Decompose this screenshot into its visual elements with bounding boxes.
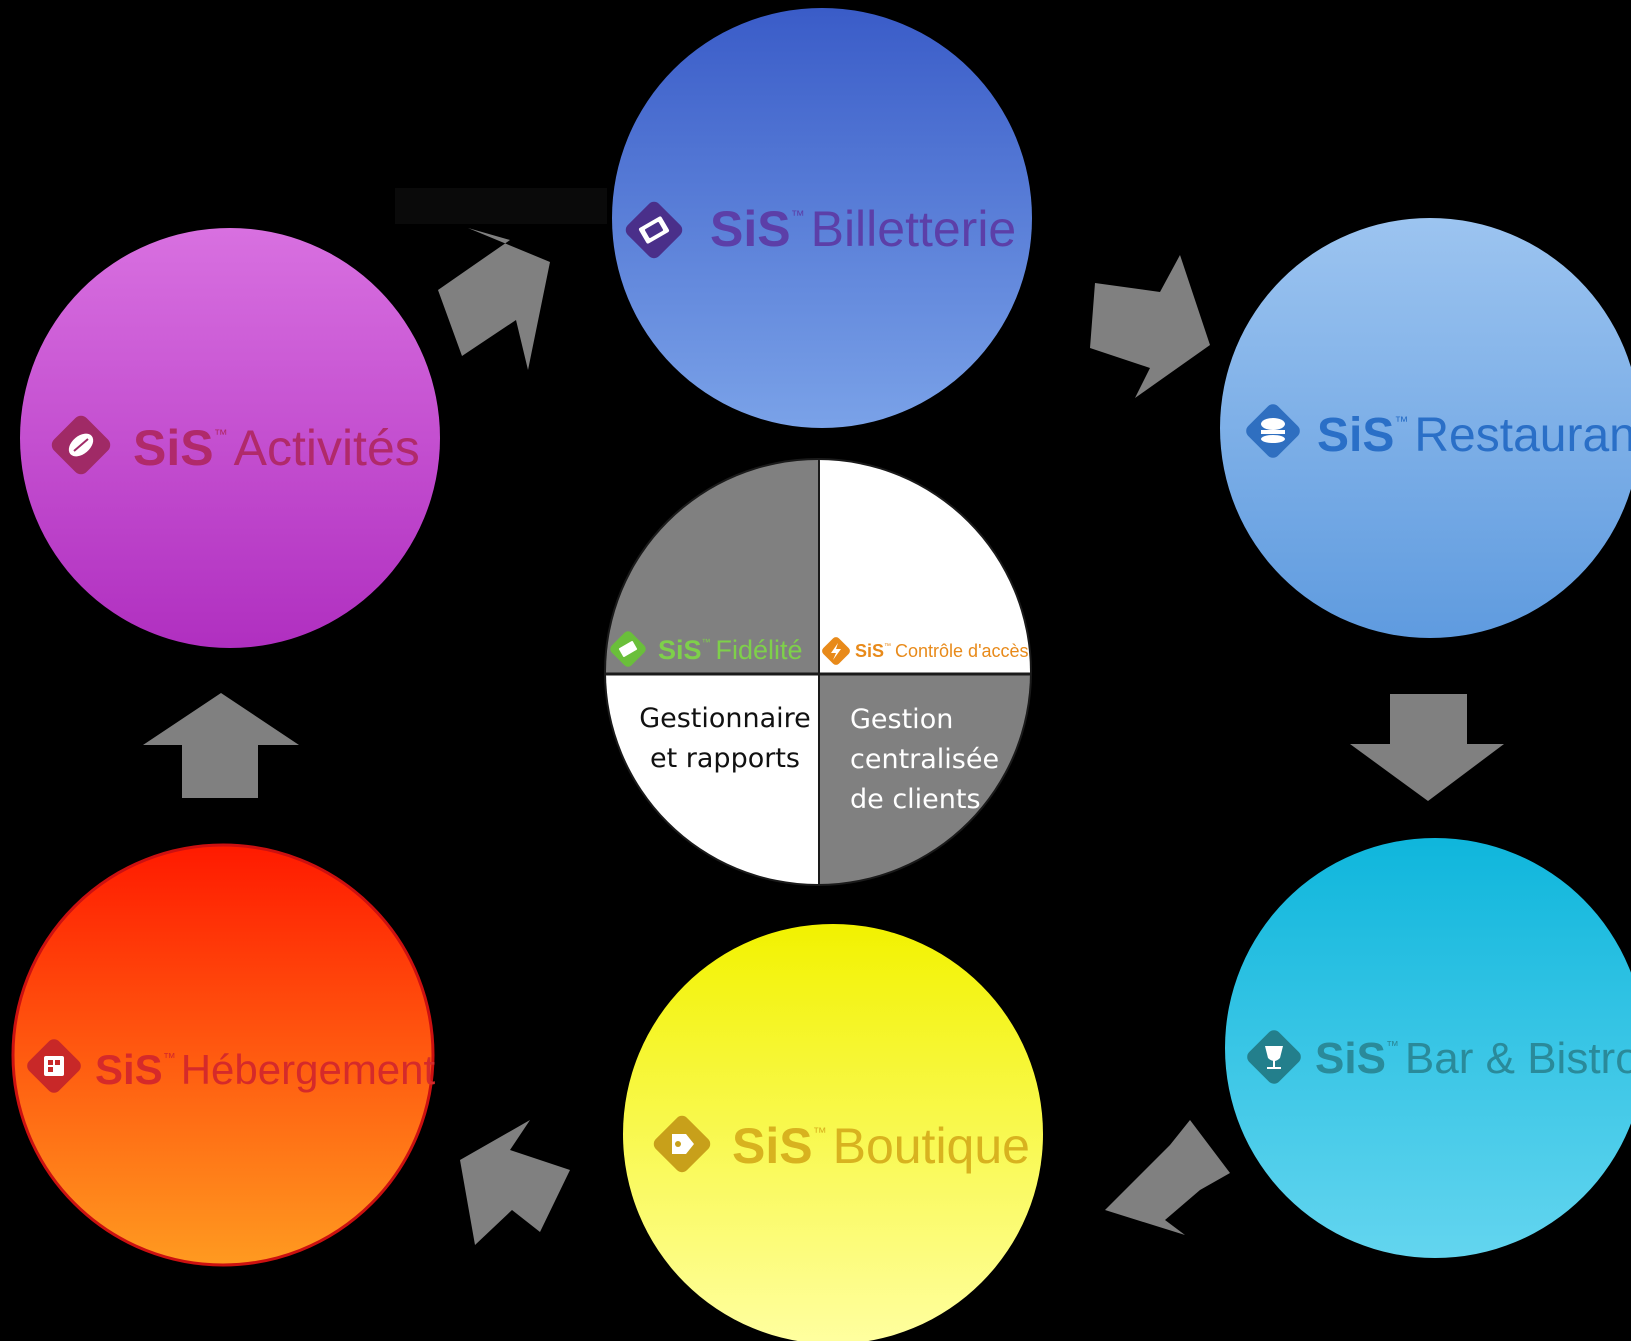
rapports-line-2: et rapports (650, 743, 800, 774)
ticket-icon (625, 201, 683, 259)
arrow-activites-to-billetterie (438, 228, 550, 370)
arrow-billetterie-to-restaurant (1090, 255, 1210, 398)
hotel-icon (27, 1039, 81, 1093)
arrow-boutique-to-hebergement (460, 1120, 570, 1245)
arrow-bar-to-boutique (1105, 1120, 1230, 1235)
rapports-line-1: Gestionnaire (639, 703, 811, 734)
football-icon (51, 415, 111, 475)
lightning-icon (822, 637, 850, 665)
wine-glass-icon (1247, 1030, 1301, 1084)
price-tag-icon (653, 1115, 711, 1173)
card-icon (610, 631, 646, 667)
clients-line-1: Gestion (850, 704, 953, 735)
hebergement-circle (11, 843, 435, 1267)
flow-arrows (143, 228, 1504, 1245)
boutique-circle (623, 924, 1043, 1341)
hidden-label-box (395, 188, 607, 224)
clients-line-2: centralisée (850, 744, 999, 775)
bar-bistro-circle (1225, 838, 1631, 1258)
burger-icon (1246, 404, 1300, 458)
restaurant-circle (1220, 218, 1631, 638)
activites-circle (20, 228, 440, 648)
arrow-restaurant-to-bar (1350, 694, 1504, 801)
arrow-hebergement-to-activites (143, 693, 299, 798)
clients-line-3: de clients (850, 784, 981, 815)
billetterie-circle (612, 8, 1032, 428)
